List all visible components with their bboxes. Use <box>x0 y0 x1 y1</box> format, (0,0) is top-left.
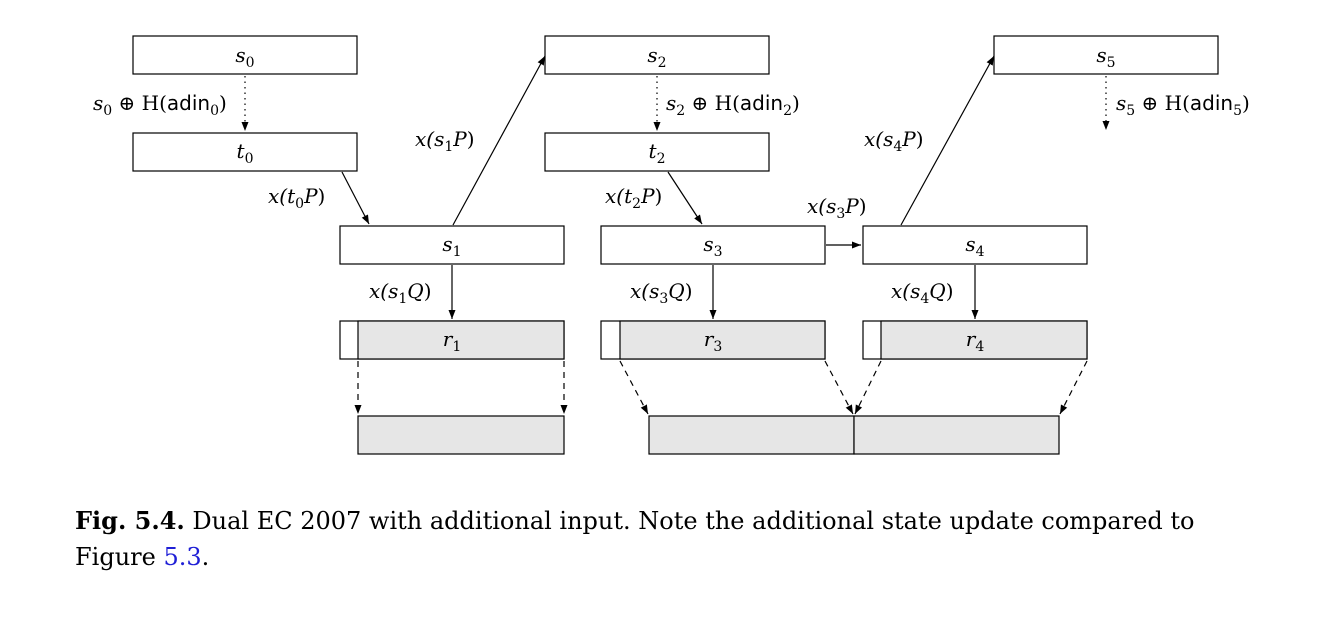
svg-text:t2: t2 <box>649 139 666 167</box>
dashed-arrow-r4-right <box>1059 360 1088 415</box>
caption-text: Dual EC 2007 with additional input. Note… <box>75 507 1195 571</box>
svg-text:s0: s0 <box>235 43 254 71</box>
figure-reference-link[interactable]: 5.3 <box>163 543 202 571</box>
dashed-arrow-r4-left <box>854 360 882 415</box>
state-box-s5: s5 <box>993 35 1219 75</box>
state-box-t0: t0 <box>132 132 358 172</box>
label-adin5: s5 ⊕ H(adin5) <box>1116 91 1250 119</box>
output-block-2b <box>853 415 1060 455</box>
state-box-t2: t2 <box>544 132 770 172</box>
state-box-s4: s4 <box>862 225 1088 265</box>
svg-text:s5: s5 <box>1096 43 1115 71</box>
arrow-t0-s1 <box>341 171 370 225</box>
label-adin0: s0 ⊕ H(adin0) <box>93 91 227 119</box>
dual-ec-diagram: s0 t0 s1 s2 t2 s3 s4 s5 r1 r3 r <box>93 35 1250 455</box>
output-box-r1: r1 <box>339 320 565 360</box>
svg-text:s4: s4 <box>965 232 984 260</box>
arrow-s4-s5 <box>900 55 995 226</box>
label-x-t0P: x(t0P) <box>268 184 325 212</box>
output-block-2a <box>648 415 855 455</box>
svg-text:s3: s3 <box>703 232 722 260</box>
label-x-s1P: x(s1P) <box>415 127 475 155</box>
label-x-s4P: x(s4P) <box>864 127 924 155</box>
label-x-s3Q: x(s3Q) <box>630 279 693 307</box>
label-x-s4Q: x(s4Q) <box>891 279 954 307</box>
state-box-s1: s1 <box>339 225 565 265</box>
svg-text:s2: s2 <box>647 43 666 71</box>
svg-text:r4: r4 <box>966 327 985 355</box>
caption-text-end: . <box>201 543 210 571</box>
label-adin2: s2 ⊕ H(adin2) <box>666 91 800 119</box>
state-box-s3: s3 <box>600 225 826 265</box>
dashed-arrow-r3-left <box>619 360 649 415</box>
arrow-s1-s2 <box>452 55 546 226</box>
svg-text:s1: s1 <box>442 232 461 260</box>
output-box-r4: r4 <box>862 320 1088 360</box>
svg-text:r3: r3 <box>704 327 722 355</box>
figure-caption: Fig. 5.4. Dual EC 2007 with additional i… <box>75 503 1255 575</box>
label-x-t2P: x(t2P) <box>605 184 662 212</box>
svg-text:t0: t0 <box>237 139 254 167</box>
label-x-s3P: x(s3P) <box>807 194 867 222</box>
label-x-s1Q: x(s1Q) <box>369 279 432 307</box>
output-box-r3: r3 <box>600 320 826 360</box>
svg-text:r1: r1 <box>443 327 461 355</box>
dashed-arrow-r3-right <box>824 360 854 415</box>
arrow-t2-s3 <box>667 171 703 225</box>
figure-label: Fig. 5.4. <box>75 506 185 535</box>
output-block-1 <box>357 415 565 455</box>
state-box-s0: s0 <box>132 35 358 75</box>
state-box-s2: s2 <box>544 35 770 75</box>
